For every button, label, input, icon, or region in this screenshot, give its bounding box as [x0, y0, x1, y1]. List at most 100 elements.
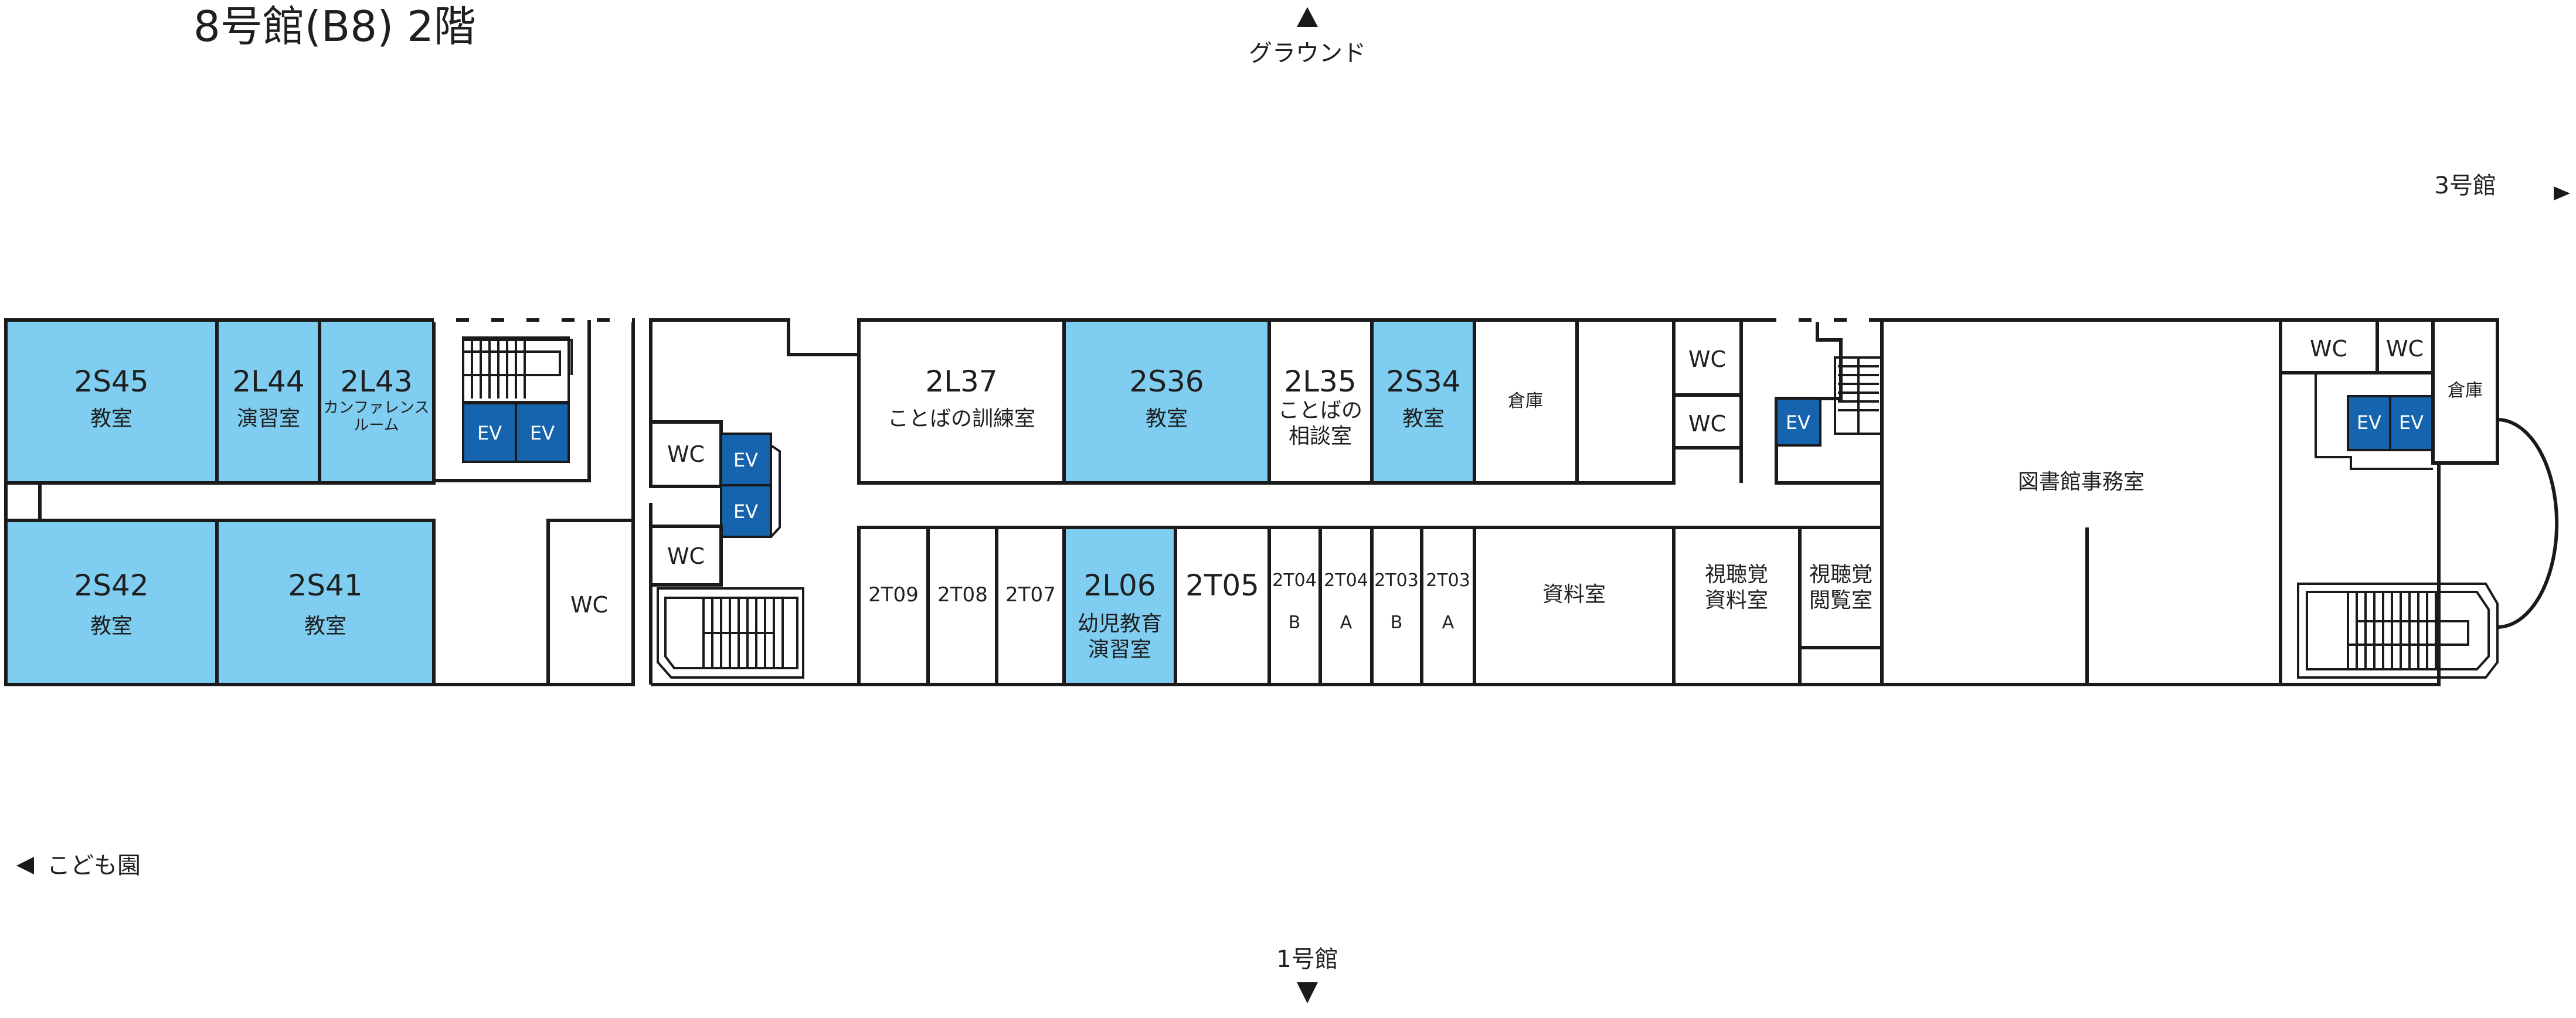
room-2l43-name-line1: カンファレンス [324, 399, 430, 417]
room-2l43-code: 2L43 [340, 365, 412, 399]
room-2s41-name: 教室 [304, 614, 346, 638]
room-2t07-code: 2T07 [1005, 583, 1056, 607]
room-2l44-code: 2L44 [232, 365, 304, 399]
room-2l37-code: 2L37 [925, 365, 997, 399]
south-arrow-icon [1297, 982, 1318, 1003]
room-2l37-name: ことばの訓練室 [888, 407, 1035, 431]
room-2t08[interactable] [926, 526, 998, 686]
elevator-east-2[interactable] [2389, 395, 2434, 451]
room-2s34-code: 2S34 [1386, 365, 1460, 399]
room-2t03a-code: 2T03 [1426, 570, 1470, 591]
wc-west[interactable] [546, 519, 635, 686]
direction-bottom-label: 1号館 [1276, 946, 1338, 973]
wc-label: WC [1688, 411, 1726, 437]
av-archive-room[interactable] [1672, 526, 1802, 686]
room-2t05-code: 2T05 [1185, 568, 1259, 602]
wc-east-2[interactable] [2376, 318, 2435, 374]
wc-label: WC [2386, 336, 2424, 362]
room-2s36-code: 2S36 [1129, 365, 1204, 399]
direction-right-label: 3号館 [2435, 172, 2496, 199]
wc-central-2[interactable] [649, 525, 723, 587]
room-2t04b-sub: B [1289, 612, 1301, 633]
av-archive-room-name-line1: 視聴覚 [1705, 563, 1768, 587]
elevator-label: EV [733, 449, 758, 471]
room-2t04a-code: 2T04 [1324, 570, 1368, 591]
room-2t03a-sub: A [1442, 612, 1454, 633]
elevator-central-2[interactable] [720, 484, 772, 538]
direction-top-label: グラウンド [1249, 40, 1366, 67]
room-2s36[interactable] [1062, 318, 1271, 485]
library-office[interactable] [1880, 318, 2282, 686]
storage-room-2[interactable] [2431, 318, 2499, 465]
wc-label: WC [2310, 336, 2347, 362]
av-reading-room-name-line2: 閲覧室 [1809, 588, 1872, 612]
elevator-label: EV [733, 501, 758, 523]
north-arrow-icon [1297, 7, 1318, 27]
room-2t04a-sub: A [1340, 612, 1352, 633]
elevator-label: EV [2357, 411, 2381, 434]
room-2s34[interactable] [1370, 318, 1476, 485]
av-reading-room-name-line1: 視聴覚 [1809, 563, 1872, 587]
room-2t04a[interactable] [1318, 526, 1374, 686]
east-arrow-icon [2554, 186, 2570, 200]
room-2s41[interactable] [215, 519, 436, 686]
room-2t05[interactable] [1174, 526, 1271, 686]
wc-label: WC [667, 543, 705, 569]
direction-left-label: こども園 [47, 852, 141, 879]
room-2l35-name-line1: ことばの [1278, 399, 1362, 423]
room-2l06-code: 2L06 [1083, 568, 1156, 602]
archive-room[interactable] [1473, 526, 1676, 686]
wc-label: WC [667, 441, 705, 467]
library-office-name: 図書館事務室 [2018, 470, 2145, 494]
room-2s34-name: 教室 [1402, 407, 1445, 431]
elevator-library[interactable] [1775, 397, 1821, 447]
room-2s45-name: 教室 [90, 407, 132, 431]
room-2l44[interactable] [215, 318, 321, 485]
stairs-icon [462, 336, 570, 403]
wc-label: WC [570, 592, 608, 618]
room-2l37[interactable] [857, 318, 1066, 485]
room-2l06-name-line1: 幼児教育 [1078, 612, 1162, 636]
av-reading-room[interactable] [1798, 526, 1884, 649]
wc-label: WC [1688, 346, 1726, 372]
room-2s42-name: 教室 [90, 614, 132, 638]
elevator-label: EV [530, 422, 555, 444]
archive-room-name: 資料室 [1542, 583, 1606, 607]
room-2l35[interactable] [1267, 318, 1374, 485]
floor-title: 8号館(B8) 2階 [193, 2, 476, 51]
room-2l35-name-line2: 相談室 [1289, 424, 1352, 448]
room-2t03b-sub: B [1391, 612, 1403, 633]
storage-room-2-name: 倉庫 [2448, 380, 2483, 401]
room-unlabeled [1575, 318, 1676, 485]
elevator-central-1[interactable] [720, 433, 772, 486]
room-2t09-code: 2T09 [868, 583, 919, 607]
room-2s41-code: 2S41 [288, 568, 362, 602]
elevator-west-2[interactable] [515, 402, 570, 463]
room-2t03b[interactable] [1370, 526, 1423, 686]
room-2s45[interactable] [4, 318, 219, 485]
elevator-label: EV [477, 422, 502, 444]
stairs-icon [2297, 583, 2499, 679]
room-2s36-name: 教室 [1146, 407, 1188, 431]
room-2l43-name-line2: ルーム [354, 417, 399, 434]
wc-east-1[interactable] [2279, 318, 2379, 374]
room-2t03b-code: 2T03 [1374, 570, 1419, 591]
room-2l06-name-line2: 演習室 [1088, 638, 1151, 662]
east-rotunda [2497, 418, 2559, 629]
room-2l06[interactable] [1062, 526, 1177, 686]
room-2t04b[interactable] [1267, 526, 1322, 686]
room-2l44-name: 演習室 [237, 407, 300, 431]
room-2s42-code: 2S42 [74, 568, 148, 602]
storage-room-1[interactable] [1473, 318, 1579, 485]
west-arrow-icon [16, 857, 34, 874]
av-archive-room-name-line2: 資料室 [1705, 588, 1768, 612]
stairs-icon [657, 587, 804, 679]
room-2t03a[interactable] [1420, 526, 1476, 686]
room-2l35-code: 2L35 [1284, 365, 1356, 399]
room-2s45-code: 2S45 [74, 365, 148, 399]
room-2t09[interactable] [857, 526, 930, 686]
wc-north-2[interactable] [1672, 393, 1743, 450]
room-2s42[interactable] [4, 519, 219, 686]
room-2l43[interactable] [318, 318, 436, 485]
